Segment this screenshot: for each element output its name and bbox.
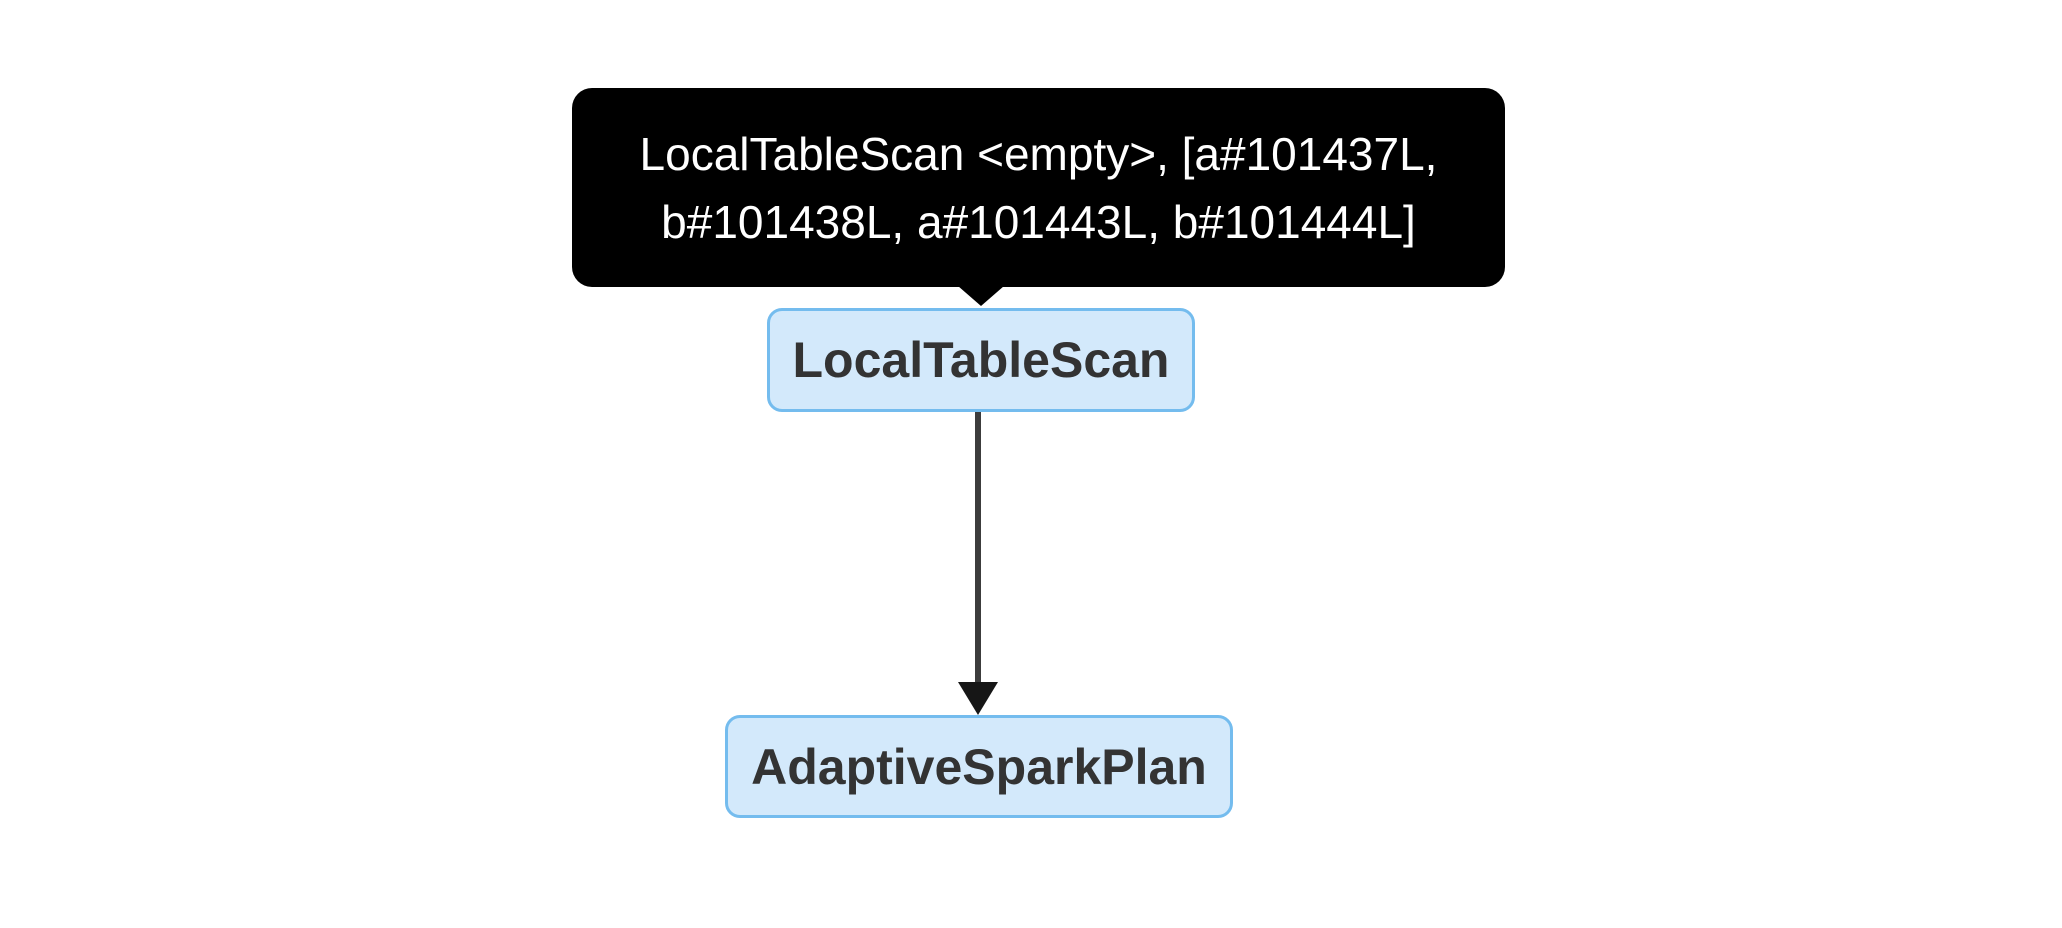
tooltip-arrow-icon [958,286,1004,306]
tooltip-text-line-1: LocalTableScan <empty>, [a#101437L, [639,127,1438,180]
node-tooltip: LocalTableScan <empty>, [a#101437L, b#10… [572,88,1505,306]
node-label: AdaptiveSparkPlan [751,738,1207,795]
tooltip-text-line-2: b#101438L, a#101443L, b#101444L] [661,195,1416,248]
plan-node-localtablescan[interactable]: LocalTableScan [767,308,1195,412]
node-label: LocalTableScan [792,332,1170,388]
plan-node-adaptivesparkplan[interactable]: AdaptiveSparkPlan [725,715,1233,818]
edge-localtablescan-to-adaptivesparkplan [958,412,998,715]
arrowhead-icon [958,682,998,715]
